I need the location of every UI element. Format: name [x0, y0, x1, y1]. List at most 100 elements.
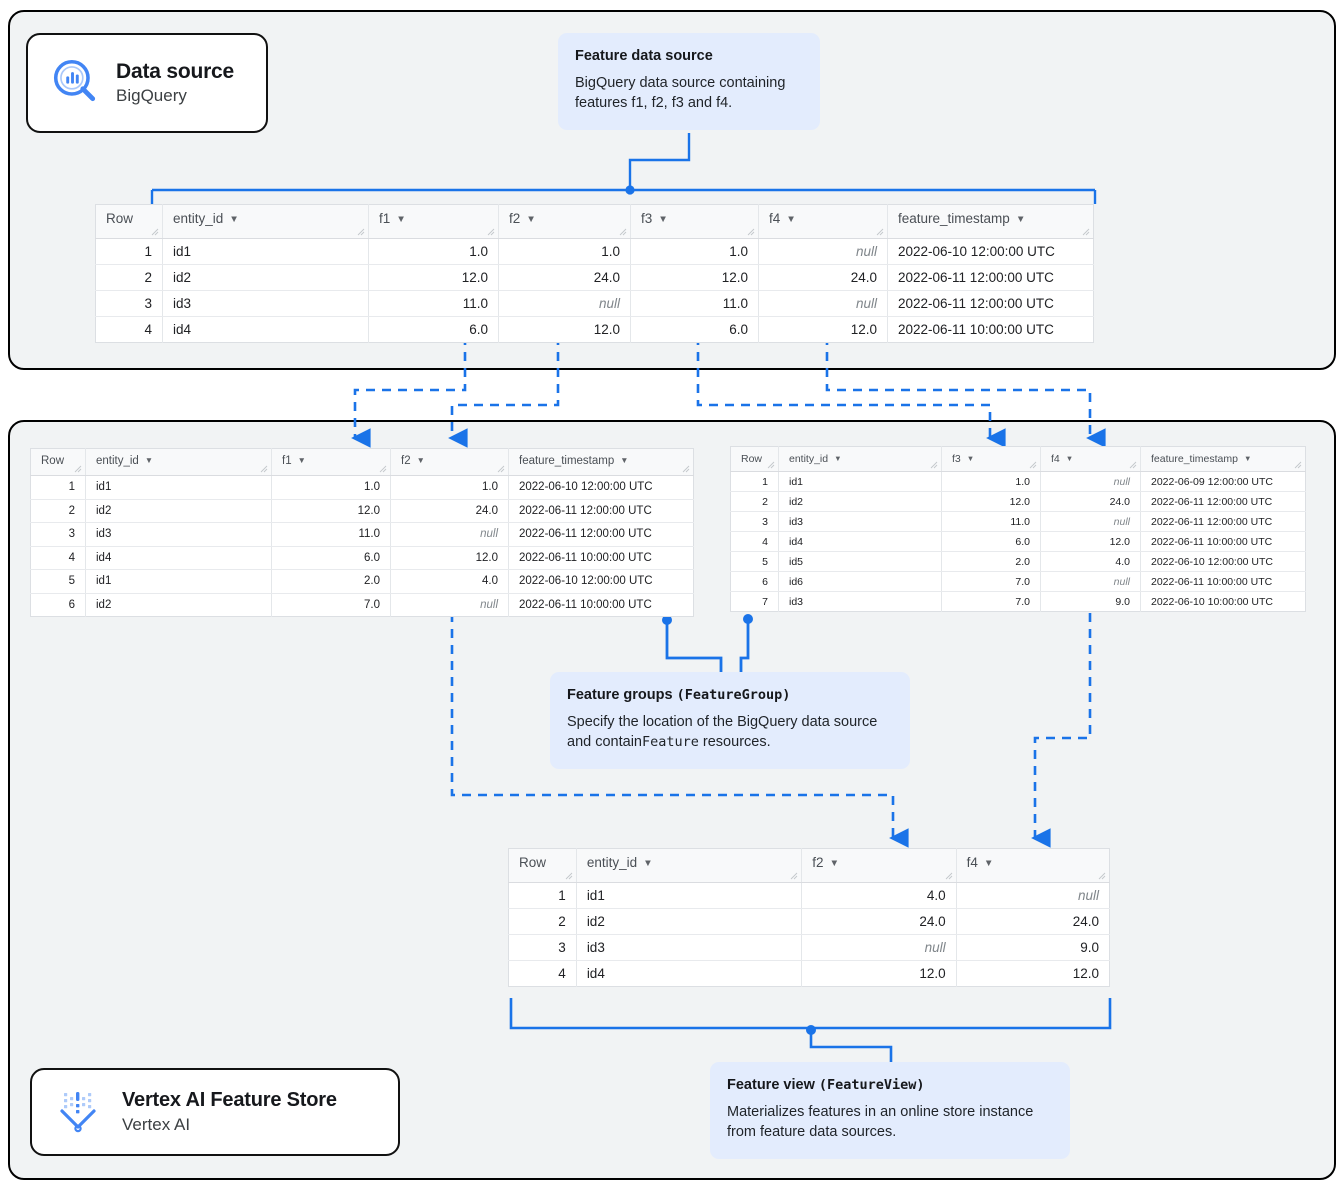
cell-f2: 12.0 — [801, 960, 957, 987]
callout-title: Feature groups (FeatureGroup) — [567, 686, 893, 705]
cell-f3: 1.0 — [941, 471, 1041, 492]
column-header-label: feature_timestamp — [898, 211, 1010, 226]
column-resize-handle[interactable] — [682, 465, 690, 473]
chevron-down-icon[interactable]: ▼ — [416, 456, 425, 465]
cell-row: 1 — [730, 471, 779, 492]
column-header-feature_timestamp[interactable]: feature_timestamp ▼ — [1140, 446, 1306, 472]
chevron-down-icon[interactable]: ▼ — [983, 858, 994, 869]
cell-entity_id: id4 — [778, 531, 942, 552]
column-header-f2[interactable]: f2▼ — [498, 204, 631, 239]
column-header-f1[interactable]: f1▼ — [368, 204, 499, 239]
column-header-f1[interactable]: f1▼ — [271, 448, 391, 476]
cell-feature_timestamp: 2022-06-10 12:00:00 UTC — [887, 238, 1094, 265]
chevron-down-icon[interactable]: ▼ — [1243, 454, 1252, 463]
column-resize-handle[interactable] — [1294, 461, 1302, 469]
chevron-down-icon[interactable]: ▼ — [144, 456, 154, 465]
column-header-f4[interactable]: f4▼ — [1040, 446, 1141, 472]
column-resize-handle[interactable] — [767, 461, 775, 469]
chevron-down-icon[interactable]: ▼ — [396, 214, 406, 225]
column-header-row[interactable]: Row — [30, 448, 86, 476]
chevron-down-icon[interactable]: ▼ — [829, 858, 840, 869]
column-header-f2[interactable]: f2▼ — [390, 448, 509, 476]
column-resize-handle[interactable] — [1029, 461, 1037, 469]
column-header-f2[interactable]: f2▼ — [801, 848, 957, 883]
cell-entity_id: id3 — [778, 511, 942, 532]
column-resize-handle[interactable] — [930, 461, 938, 469]
chevron-down-icon[interactable]: ▼ — [526, 214, 536, 225]
cell-feature_timestamp: 2022-06-11 12:00:00 UTC — [887, 264, 1094, 291]
column-resize-handle[interactable] — [74, 465, 82, 473]
chevron-down-icon[interactable]: ▼ — [643, 858, 653, 869]
column-resize-handle[interactable] — [747, 228, 755, 236]
cell-f1: 12.0 — [271, 499, 391, 523]
callout-body: BigQuery data source containing features… — [575, 74, 786, 112]
callout-body-code: Feature — [641, 734, 699, 751]
column-header-label: feature_timestamp — [1151, 453, 1238, 465]
column-header-f4[interactable]: f4▼ — [758, 204, 888, 239]
column-header-entity_id[interactable]: entity_id▼ — [162, 204, 369, 239]
column-resize-handle[interactable] — [619, 228, 627, 236]
column-header-f3[interactable]: f3▼ — [941, 446, 1041, 472]
column-header-entity_id[interactable]: entity_id▼ — [85, 448, 272, 476]
column-header-row[interactable]: Row — [95, 204, 163, 239]
cell-row: 5 — [730, 551, 779, 572]
chevron-down-icon[interactable]: ▼ — [297, 456, 306, 465]
chevron-down-icon[interactable]: ▼ — [1015, 214, 1026, 225]
cell-entity_id: id2 — [85, 593, 272, 617]
column-resize-handle[interactable] — [497, 465, 505, 473]
column-header-entity_id[interactable]: entity_id▼ — [778, 446, 942, 472]
column-resize-handle[interactable] — [151, 228, 159, 236]
column-header-feature_timestamp[interactable]: feature_timestamp ▼ — [887, 204, 1094, 239]
column-resize-handle[interactable] — [1098, 872, 1106, 880]
chevron-down-icon[interactable]: ▼ — [786, 214, 796, 225]
column-resize-handle[interactable] — [487, 228, 495, 236]
column-resize-handle[interactable] — [945, 872, 953, 880]
column-resize-handle[interactable] — [260, 465, 268, 473]
column-resize-handle[interactable] — [1082, 228, 1090, 236]
chevron-down-icon[interactable]: ▼ — [966, 454, 975, 463]
column-header-row[interactable]: Row — [508, 848, 577, 883]
chevron-down-icon[interactable]: ▼ — [229, 214, 239, 225]
column-resize-handle[interactable] — [379, 465, 387, 473]
cell-entity_id: id4 — [162, 316, 369, 343]
column-header-feature_timestamp[interactable]: feature_timestamp▼ — [508, 448, 694, 476]
chevron-down-icon[interactable]: ▼ — [658, 214, 668, 225]
column-resize-handle[interactable] — [876, 228, 884, 236]
column-resize-handle[interactable] — [1129, 461, 1137, 469]
column-resize-handle[interactable] — [357, 228, 365, 236]
column-resize-handle[interactable] — [565, 872, 573, 880]
column-header-f4[interactable]: f4▼ — [956, 848, 1110, 883]
column-header-row[interactable]: Row — [730, 446, 779, 472]
chevron-down-icon[interactable]: ▼ — [620, 456, 629, 465]
chevron-down-icon[interactable]: ▼ — [834, 454, 842, 463]
column-header-entity_id[interactable]: entity_id▼ — [576, 848, 803, 883]
column-resize-handle[interactable] — [790, 872, 798, 880]
chevron-down-icon[interactable]: ▼ — [1065, 454, 1074, 463]
column-header-f3[interactable]: f3▼ — [630, 204, 759, 239]
